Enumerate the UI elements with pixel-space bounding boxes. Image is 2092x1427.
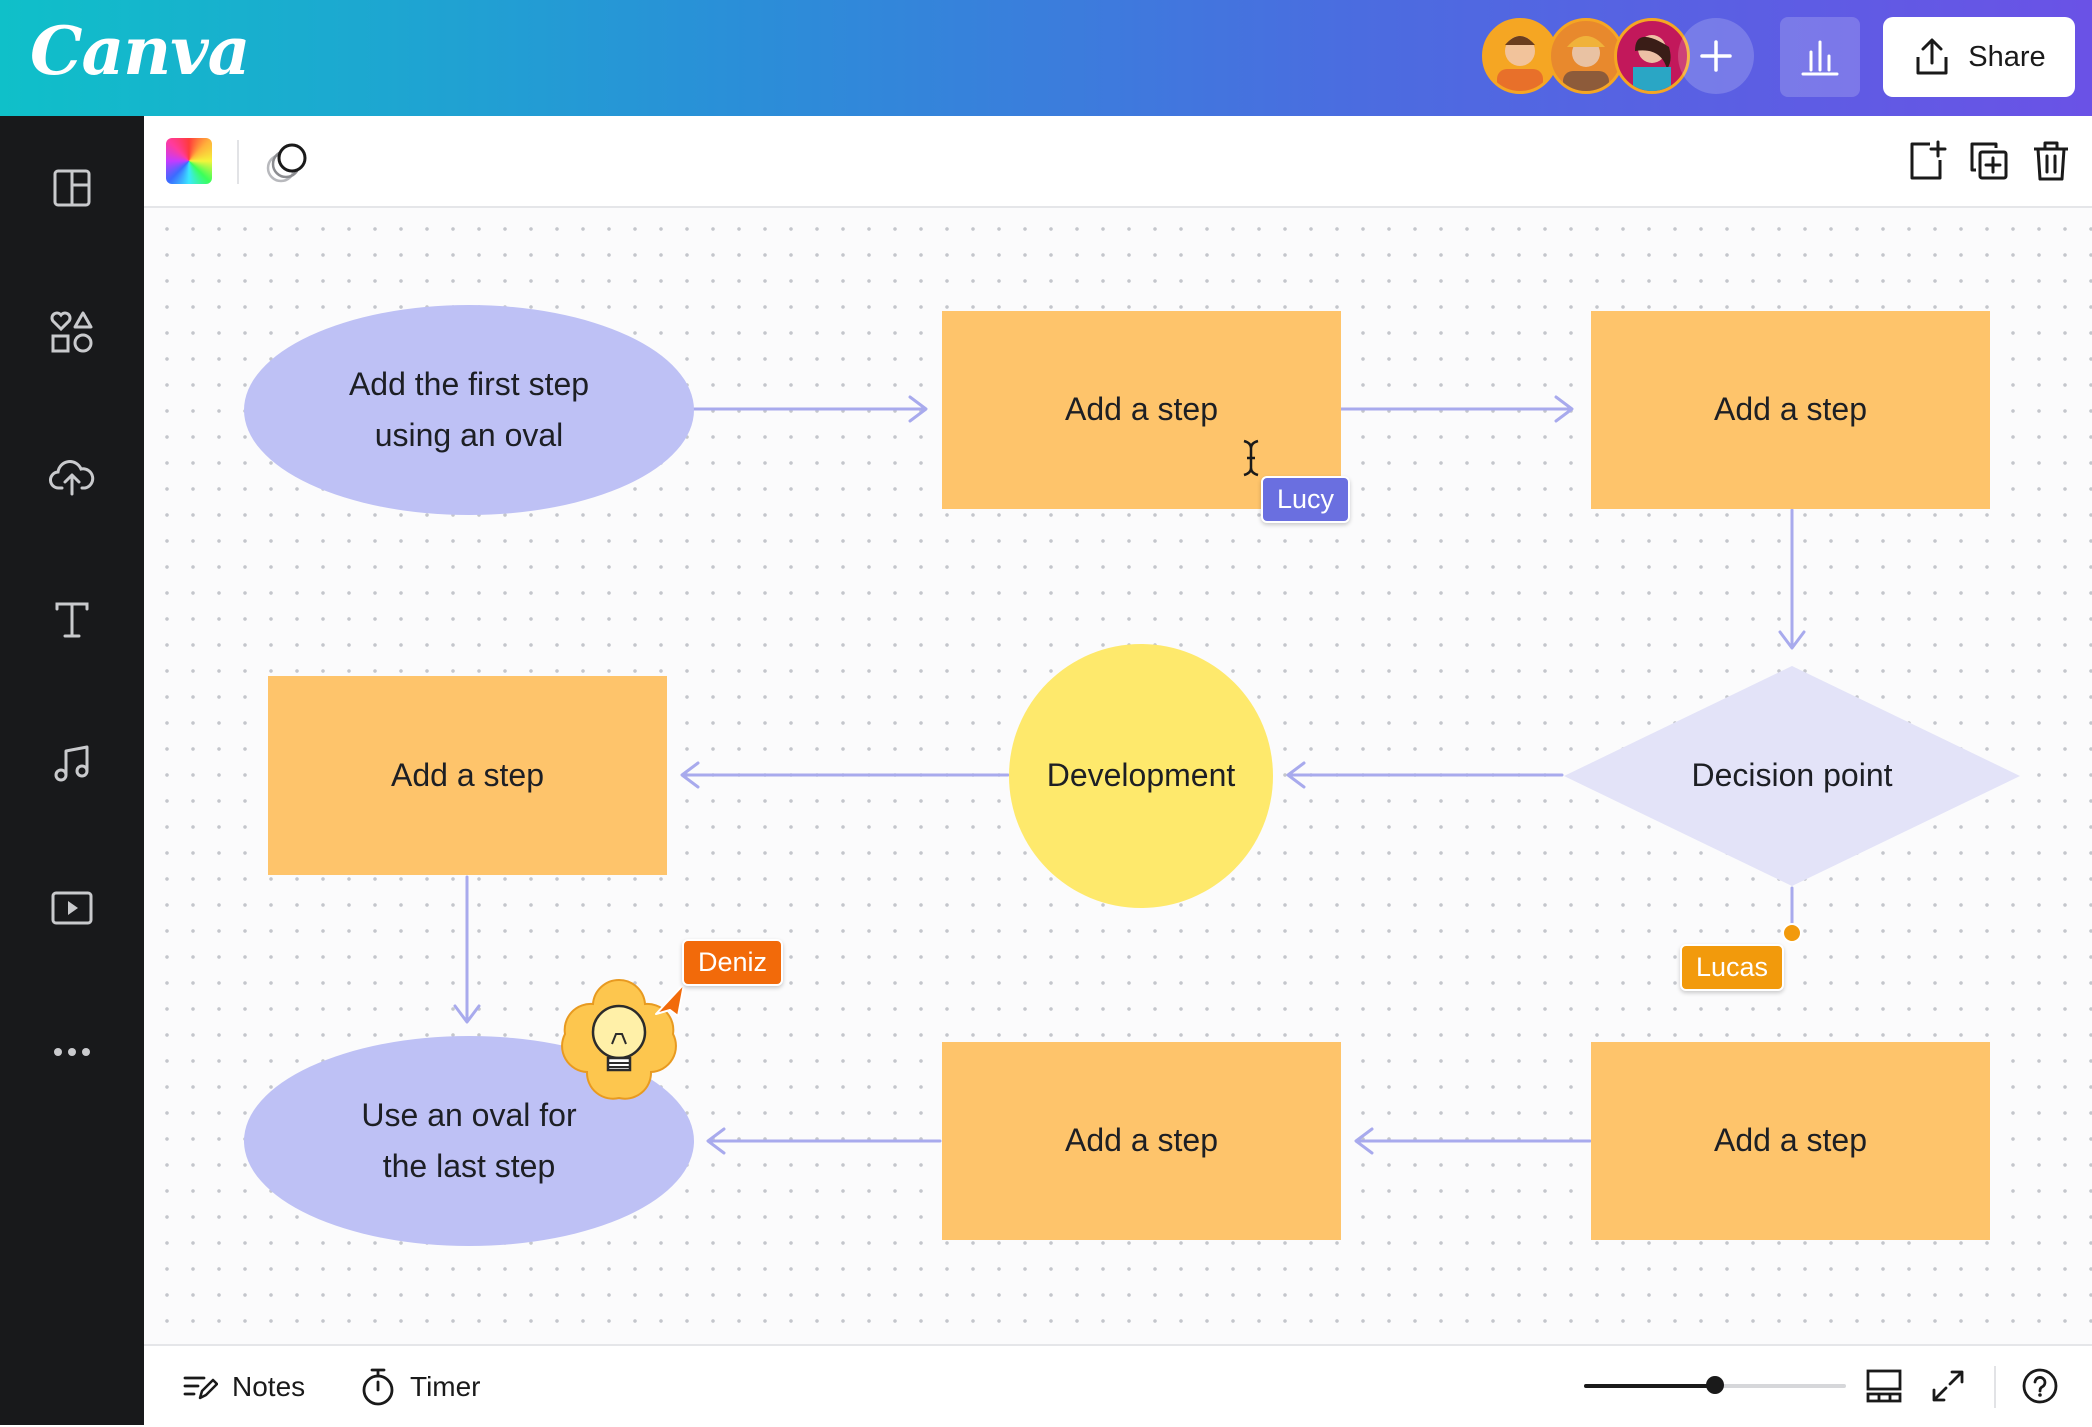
start-oval-text: Add the first step using an oval [348, 365, 590, 453]
development-circle[interactable]: Development [1009, 644, 1273, 908]
sidebar-item-more[interactable] [44, 1024, 100, 1080]
sidebar-item-audio[interactable] [44, 736, 100, 792]
trash-icon[interactable] [2028, 138, 2074, 184]
page-view-icon[interactable] [1864, 1366, 1904, 1406]
toolbar-divider [237, 140, 239, 184]
sidebar-item-templates[interactable] [44, 160, 100, 216]
design-canvas[interactable]: Add the first step using an oval Add a s… [144, 208, 2092, 1344]
lightbulb-sticker-icon[interactable] [554, 974, 684, 1102]
sidebar-item-video[interactable] [44, 880, 100, 936]
cursor-tag-lucas: Lucas [1680, 944, 1785, 991]
sidebar-item-text[interactable] [44, 592, 100, 648]
color-picker-icon[interactable] [166, 138, 212, 184]
zoom-slider-fill [1584, 1384, 1715, 1388]
fullscreen-icon[interactable] [1928, 1366, 1968, 1406]
step-box-2-text: Add a step [1714, 391, 1867, 428]
zoom-slider[interactable] [1584, 1376, 1846, 1394]
add-collaborator-button[interactable] [1678, 18, 1754, 94]
step-box-5-text: Add a step [1714, 1122, 1867, 1159]
notes-icon [183, 1376, 218, 1399]
add-page-icon[interactable] [1904, 138, 1950, 184]
elements-icon [50, 311, 93, 353]
timer-button[interactable]: Timer [360, 1346, 481, 1427]
share-button[interactable]: Share [1883, 17, 2075, 97]
audio-icon [54, 745, 89, 782]
top-bar: Canva Share [0, 0, 2092, 116]
step-box-4[interactable]: Add a step [942, 1042, 1341, 1240]
text-icon [55, 602, 89, 638]
step-box-3[interactable]: Add a step [268, 676, 667, 875]
pointer-cursor-icon [655, 983, 685, 1017]
end-oval-text: Use an oval for the last step [361, 1096, 577, 1184]
step-box-4-text: Add a step [1065, 1122, 1218, 1159]
share-label: Share [1968, 40, 2046, 73]
step-box-2[interactable]: Add a step [1591, 311, 1990, 509]
step-box-5[interactable]: Add a step [1591, 1042, 1990, 1240]
cursor-tag-deniz: Deniz [682, 939, 784, 986]
plus-icon [1700, 40, 1732, 72]
notes-button[interactable]: Notes [182, 1346, 305, 1427]
canva-logo[interactable]: Canva [30, 12, 250, 90]
sidebar-item-elements[interactable] [44, 304, 100, 360]
zoom-slider-thumb[interactable] [1706, 1376, 1724, 1394]
timer-icon [362, 1368, 394, 1405]
insights-button[interactable] [1780, 17, 1860, 97]
more-icon [54, 1048, 90, 1056]
uploads-icon [49, 460, 95, 496]
video-icon [51, 891, 93, 925]
left-sidebar [0, 116, 144, 1425]
timer-label: Timer [410, 1370, 481, 1402]
templates-icon [53, 169, 91, 207]
notes-label: Notes [232, 1370, 306, 1402]
collaborator-avatar-1[interactable] [1482, 18, 1558, 94]
step-box-3-text: Add a step [391, 756, 544, 793]
bottom-bar: Notes Timer [144, 1344, 2092, 1427]
cursor-tag-lucy: Lucy [1261, 476, 1351, 523]
help-icon[interactable] [2020, 1366, 2060, 1406]
editor-toolbar [144, 116, 2092, 208]
bottom-divider [1994, 1366, 1996, 1408]
sidebar-item-uploads[interactable] [44, 448, 100, 504]
decision-diamond-text: Decision point [1691, 757, 1893, 794]
share-upload-icon [1916, 38, 1948, 75]
decision-diamond[interactable]: Decision point [1564, 666, 2020, 886]
bar-chart-icon [1801, 40, 1839, 76]
development-circle-text: Development [1046, 757, 1236, 794]
step-box-1-text: Add a step [1065, 391, 1218, 428]
collaborator-avatar-2[interactable] [1548, 18, 1624, 94]
transparency-icon[interactable] [264, 140, 310, 186]
text-cursor-icon [1243, 439, 1259, 477]
start-oval[interactable]: Add the first step using an oval [244, 305, 694, 515]
flowchart-connectors [453, 395, 1806, 1155]
collaborator-avatar-3[interactable] [1614, 18, 1690, 94]
duplicate-icon[interactable] [1966, 138, 2012, 184]
